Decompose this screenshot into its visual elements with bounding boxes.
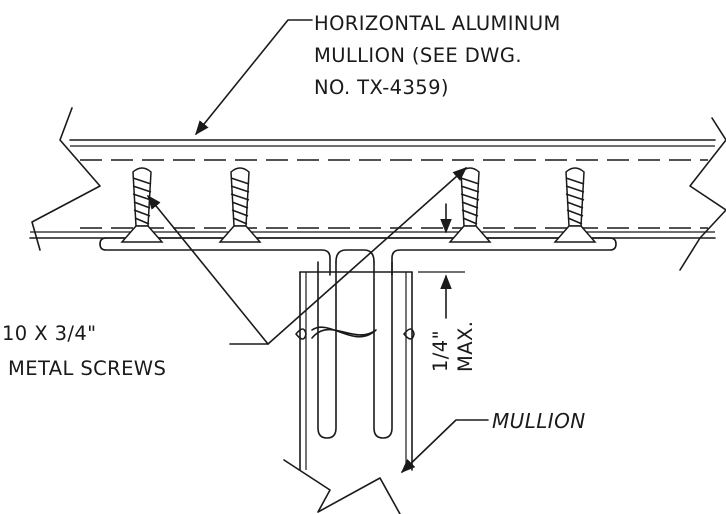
break-line-icon (31, 107, 101, 251)
screws-label-line1: 10 X 3/4" (2, 322, 97, 345)
leader-screws (147, 167, 468, 345)
clip-flange (99, 237, 617, 276)
horizontal-mullion (29, 139, 716, 239)
break-line-icon (679, 117, 726, 271)
screw-icon (554, 167, 596, 243)
break-line-icon (283, 459, 401, 514)
gap-dimension-max: MAX. (454, 321, 477, 372)
mullion-label: MULLION (492, 409, 586, 433)
horizontal-mullion-label-line3: NO. TX-4359) (314, 76, 449, 99)
gap-dimension-value: 1/4" (429, 330, 452, 372)
gap-dimension (418, 203, 465, 319)
vertical-mullion (283, 249, 415, 514)
horizontal-mullion-label-line2: MULLION (SEE DWG. (314, 44, 522, 67)
leader-horizontal-mullion (195, 19, 313, 136)
screw-icon (219, 167, 261, 243)
leader-mullion (400, 419, 489, 473)
screws-label-line2: METAL SCREWS (8, 357, 166, 380)
screw-icon (449, 167, 491, 243)
horizontal-mullion-label-line1: HORIZONTAL ALUMINUM (314, 12, 561, 35)
